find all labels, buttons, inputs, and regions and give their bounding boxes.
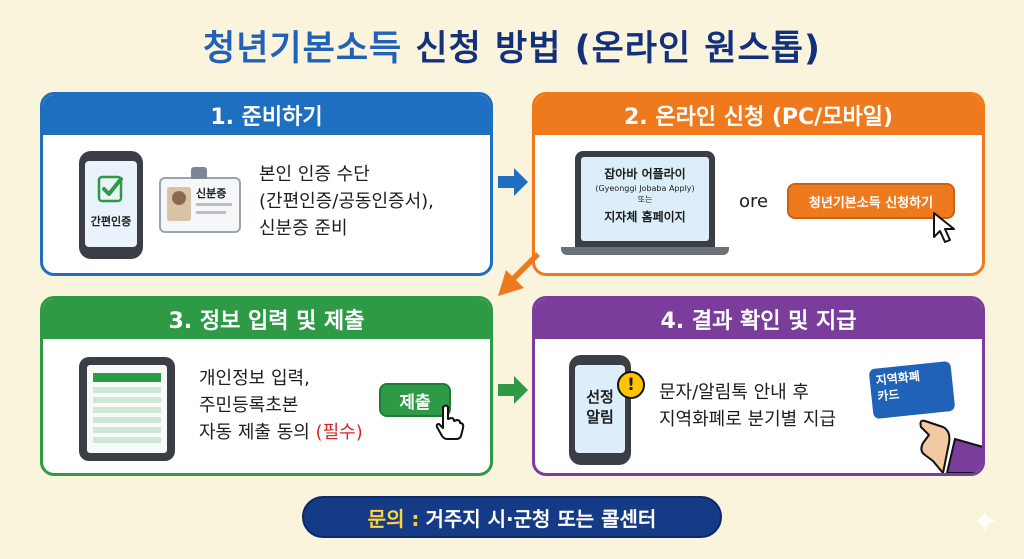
notification-phone-icon: 선정 알림 xyxy=(569,355,631,465)
step2-card: 2. 온라인 신청 (PC/모바일) 잡아바 어플라이 (Gyeonggi Jo… xyxy=(532,92,985,276)
laptop-or-label: 또는 xyxy=(637,195,653,204)
submit-button[interactable]: 제출 xyxy=(379,383,451,417)
step1-line: 신분증 준비 xyxy=(259,218,348,239)
step3-description: 개인정보 입력, 주민등록초본 자동 제출 동의 (필수) xyxy=(199,365,363,446)
id-card-icon: 신분증 xyxy=(159,167,241,233)
laptop-app-english: (Gyeonggi Jobaba Apply) xyxy=(595,184,695,193)
step4-card: 4. 결과 확인 및 지급 선정 알림 ! 문자/알림톡 안내 후 지역화폐로 … xyxy=(532,296,985,476)
phone-icon: 간편인증 xyxy=(79,151,143,259)
arrow-down-left-icon xyxy=(498,252,540,296)
contact-label: 문의 : xyxy=(367,506,420,531)
laptop-homepage: 지자체 홈페이지 xyxy=(604,210,686,224)
arrow-right-icon xyxy=(498,376,528,404)
hand-icon xyxy=(919,419,982,473)
phone-notice-line: 알림 xyxy=(586,408,614,426)
tablet-icon xyxy=(79,357,175,461)
cursor-icon xyxy=(933,212,955,243)
step4-line: 지역화폐로 분기별 지급 xyxy=(659,409,837,430)
contact-text: 거주지 시·군청 또는 콜센터 xyxy=(425,506,657,531)
step3-line: 개인정보 입력, xyxy=(199,368,310,389)
phone-auth-label: 간편인증 xyxy=(90,215,132,228)
id-card-label: 신분증 xyxy=(196,187,227,200)
step3-line: 자동 제출 동의 (필수) xyxy=(199,419,363,446)
alert-icon: ! xyxy=(617,371,645,399)
step2-header: 2. 온라인 신청 (PC/모바일) xyxy=(535,95,982,135)
step3-line: 주민등록초본 xyxy=(199,395,299,416)
step3-header: 3. 정보 입력 및 제출 xyxy=(43,299,490,339)
step4-description: 문자/알림톡 안내 후 지역화폐로 분기별 지급 xyxy=(659,379,836,433)
step3-line-text: 자동 제출 동의 xyxy=(199,422,310,443)
step1-header: 1. 준비하기 xyxy=(43,95,490,135)
title-rest: 신청 방법 (온라인 원스톱) xyxy=(415,29,821,69)
step1-description: 본인 인증 수단 (간편인증/공동인증서), 신분증 준비 xyxy=(259,161,434,242)
step4-header: 4. 결과 확인 및 지급 xyxy=(535,299,982,339)
step1-line: (간편인증/공동인증서), xyxy=(259,191,434,212)
page-title: 청년기본소득 신청 방법 (온라인 원스톱) xyxy=(0,20,1024,72)
step1-card: 1. 준비하기 간편인증 신분증 본인 인증 수단 (간편인증/공동인증서), … xyxy=(40,92,493,276)
laptop-icon: 잡아바 어플라이 (Gyeonggi Jobaba Apply) 또는 지자체 … xyxy=(575,151,715,247)
sparkle-icon xyxy=(973,509,997,533)
apply-button[interactable]: 청년기본소득 신청하기 xyxy=(787,183,955,219)
title-highlight: 청년기본소득 xyxy=(203,29,403,69)
check-icon xyxy=(97,175,123,203)
laptop-app-name: 잡아바 어플라이 xyxy=(604,167,686,181)
arrow-right-icon xyxy=(498,168,528,196)
phone-selected-line: 선정 xyxy=(586,388,614,406)
step3-card: 3. 정보 입력 및 제출 개인정보 입력, 주민등록초본 자동 제출 동의 (… xyxy=(40,296,493,476)
required-label: (필수) xyxy=(315,422,363,443)
step1-line: 본인 인증 수단 xyxy=(259,164,370,185)
laptop-base xyxy=(561,247,729,255)
contact-bar: 문의 : 거주지 시·군청 또는 콜센터 xyxy=(302,496,722,538)
hand-pointer-icon xyxy=(435,404,465,440)
or-text: ore xyxy=(739,191,769,212)
step4-line: 문자/알림톡 안내 후 xyxy=(659,382,809,403)
